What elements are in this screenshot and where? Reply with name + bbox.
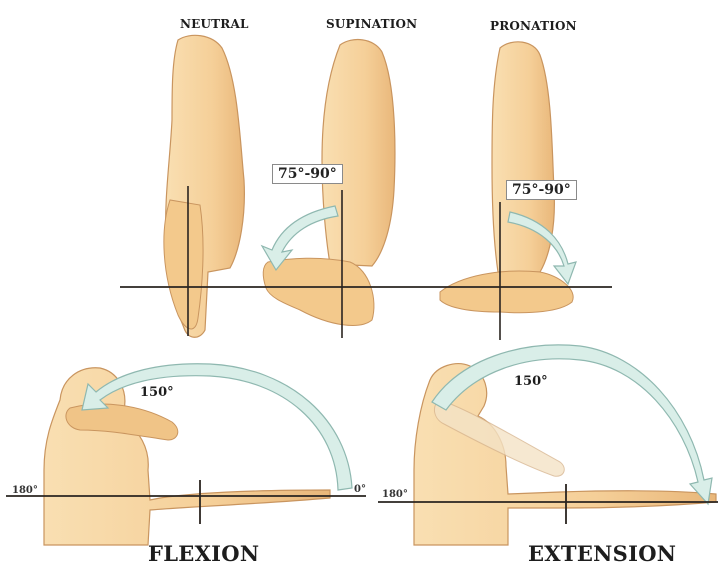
heading-neutral: NEUTRAL <box>180 17 249 31</box>
supination-range-label: 75°-90° <box>272 164 343 184</box>
flexion-figure <box>6 364 366 545</box>
heading-supination: SUPINATION <box>326 17 417 31</box>
extension-title: EXTENSION <box>528 541 676 566</box>
flexion-angle-label: 150° <box>140 385 174 400</box>
neutral-figure <box>164 35 244 337</box>
supination-figure <box>262 40 395 338</box>
extension-figure <box>378 345 718 545</box>
flexion-end-tick-label: 0° <box>354 484 366 495</box>
extension-angle-label: 150° <box>514 374 548 389</box>
pronation-range-label: 75°-90° <box>506 180 577 200</box>
heading-pronation: PRONATION <box>490 19 577 33</box>
extension-start-tick-label: 180° <box>382 489 408 500</box>
flexion-title: FLEXION <box>148 541 259 566</box>
flexion-start-tick-label: 180° <box>12 485 38 496</box>
